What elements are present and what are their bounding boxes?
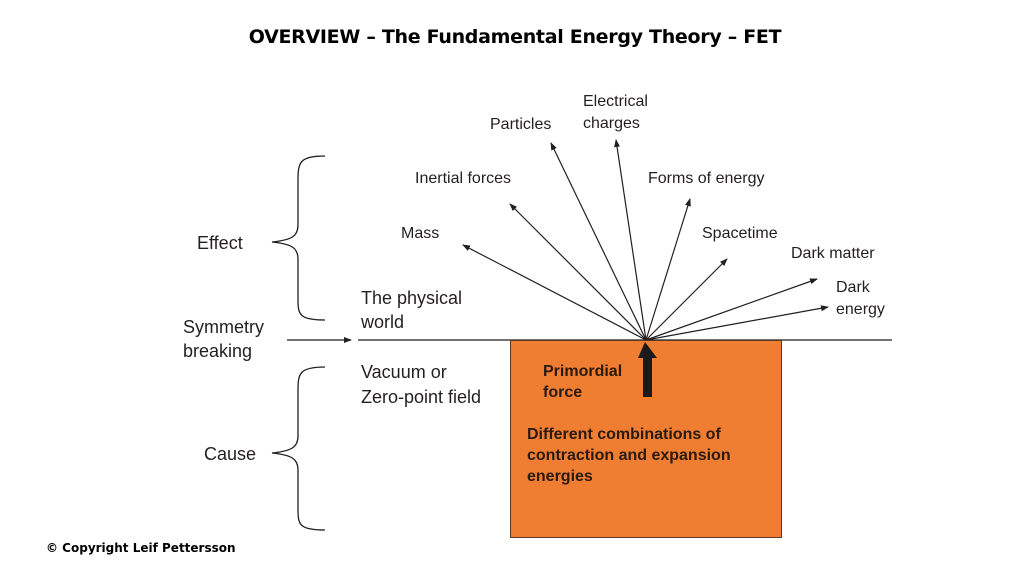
label-physical-world-1: The physical — [361, 288, 463, 308]
primordial-force-line2: force — [543, 384, 583, 401]
effect-label-particles: Particles — [490, 116, 552, 133]
cause-desc-line2: contraction and expansion — [527, 447, 731, 464]
effect-label-forms-of-energy: Forms of energy — [648, 170, 765, 187]
arrow-mass — [462, 244, 647, 341]
effect-label-electrical-charges-2: charges — [583, 115, 640, 132]
label-physical-world-2: world — [361, 312, 405, 332]
effect-label-dark-energy-2: energy — [836, 301, 885, 318]
cause-desc-line3: energies — [527, 468, 593, 485]
label-vacuum-2: Zero-point field — [361, 387, 482, 407]
effect-label-inertial-forces: Inertial forces — [415, 170, 512, 187]
primordial-force-arrow-icon — [638, 342, 657, 397]
effect-label-electrical-charges-1: Electrical — [583, 93, 648, 110]
label-symmetry-breaking-1: Symmetry — [183, 317, 264, 337]
effect-brace — [271, 155, 326, 321]
diagram-title: OVERVIEW – The Fundamental Energy Theory… — [248, 26, 782, 48]
label-symmetry-breaking-2: breaking — [183, 341, 253, 361]
label-cause: Cause — [204, 444, 257, 464]
effect-label-dark-energy-1: Dark — [836, 279, 870, 296]
label-effect: Effect — [197, 233, 243, 253]
label-vacuum-1: Vacuum or — [361, 362, 447, 382]
cause-desc-line1: Different combinations of — [527, 426, 721, 443]
arrow-particles — [550, 142, 647, 341]
arrow-dark-matter — [645, 278, 818, 341]
cause-brace — [271, 366, 326, 531]
effect-label-dark-matter: Dark matter — [791, 245, 875, 262]
primordial-force-line1: Primordial — [543, 363, 623, 380]
arrow-spacetime — [645, 258, 728, 341]
copyright: © Copyright Leif Pettersson — [46, 541, 236, 555]
cause-box: Primordial force Different combinations … — [510, 340, 782, 538]
effect-arrows — [462, 139, 829, 341]
effect-label-spacetime: Spacetime — [702, 225, 778, 242]
arrow-electrical-charges — [614, 139, 647, 341]
arrow-inertial-forces — [509, 203, 647, 341]
arrow-dark-energy — [645, 305, 829, 341]
effect-label-mass: Mass — [401, 225, 440, 242]
arrow-forms-of-energy — [645, 198, 691, 341]
